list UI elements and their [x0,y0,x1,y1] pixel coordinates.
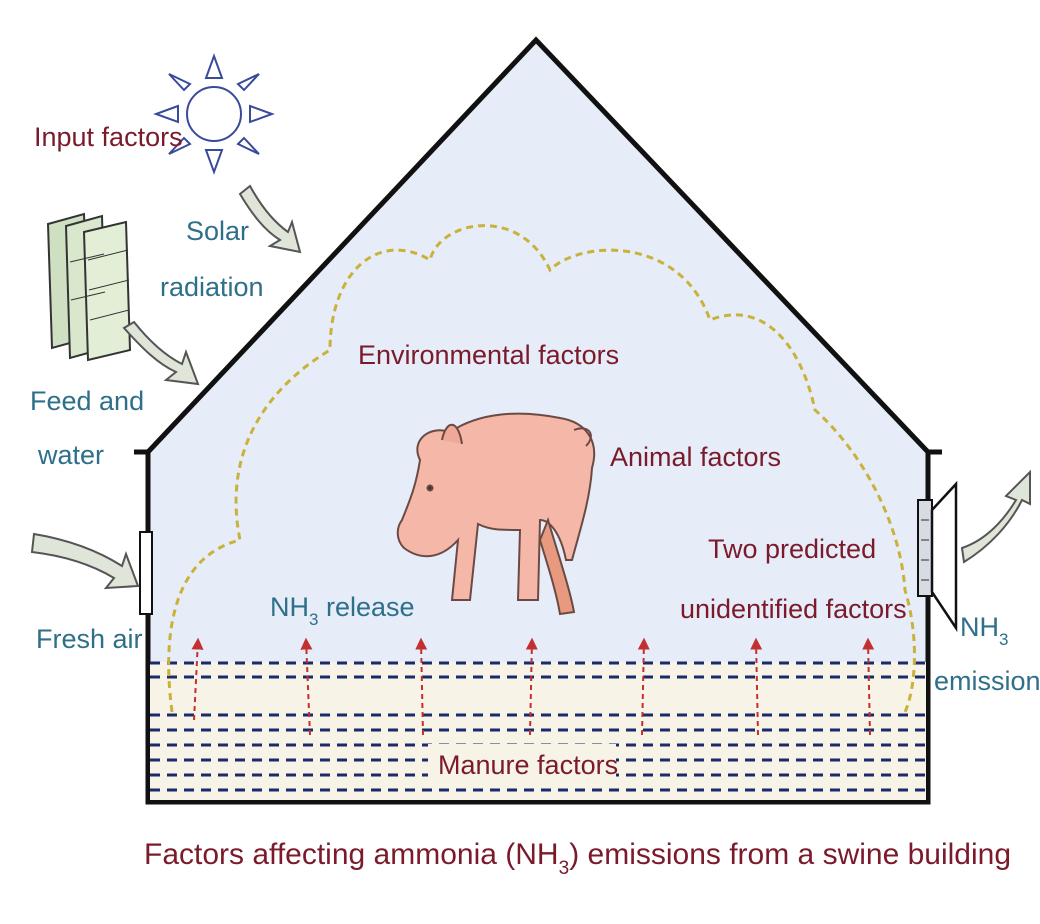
label-manure-factors: Manure factors [438,750,618,780]
nh3-release-nh: NH [270,592,309,622]
sun-icon [153,53,275,175]
label-nh3-release: NH3 release [270,592,415,629]
label-environmental-factors: Environmental factors [358,340,619,370]
caption-before: Factors affecting ammonia (NH [144,838,559,871]
window-icon [139,531,153,615]
label-emission-nh3: NH3 [960,612,1008,649]
manure-label-bg [428,744,616,780]
emission-nh: NH [960,612,999,642]
label-solar: Solar [186,216,249,246]
nh3-release-text: release [318,592,414,622]
label-water: water [37,440,104,470]
label-emission: emission [934,666,1040,696]
diagram-caption: Factors affecting ammonia (NH3) emission… [144,838,1011,879]
label-fresh-air: Fresh air [36,624,143,654]
label-two-predicted: Two predicted [708,534,876,564]
label-unidentified-factors: unidentified factors [680,594,907,624]
pig-icon [396,412,596,616]
manure-lines [150,661,926,792]
label-animal-factors: Animal factors [610,442,781,472]
label-input-factors: Input factors [34,122,183,152]
nh3-release-sub: 3 [309,610,318,629]
caption-sub: 3 [559,858,570,879]
label-radiation: radiation [160,272,264,302]
caption-after: ) emissions from a swine building [569,838,1011,871]
fan-icon [917,480,958,633]
label-feed-and: Feed and [30,386,144,416]
feed-bag-icon [46,212,132,362]
release-arrows [191,637,875,736]
arrow-icon [30,184,1031,590]
emission-sub: 3 [999,630,1008,649]
